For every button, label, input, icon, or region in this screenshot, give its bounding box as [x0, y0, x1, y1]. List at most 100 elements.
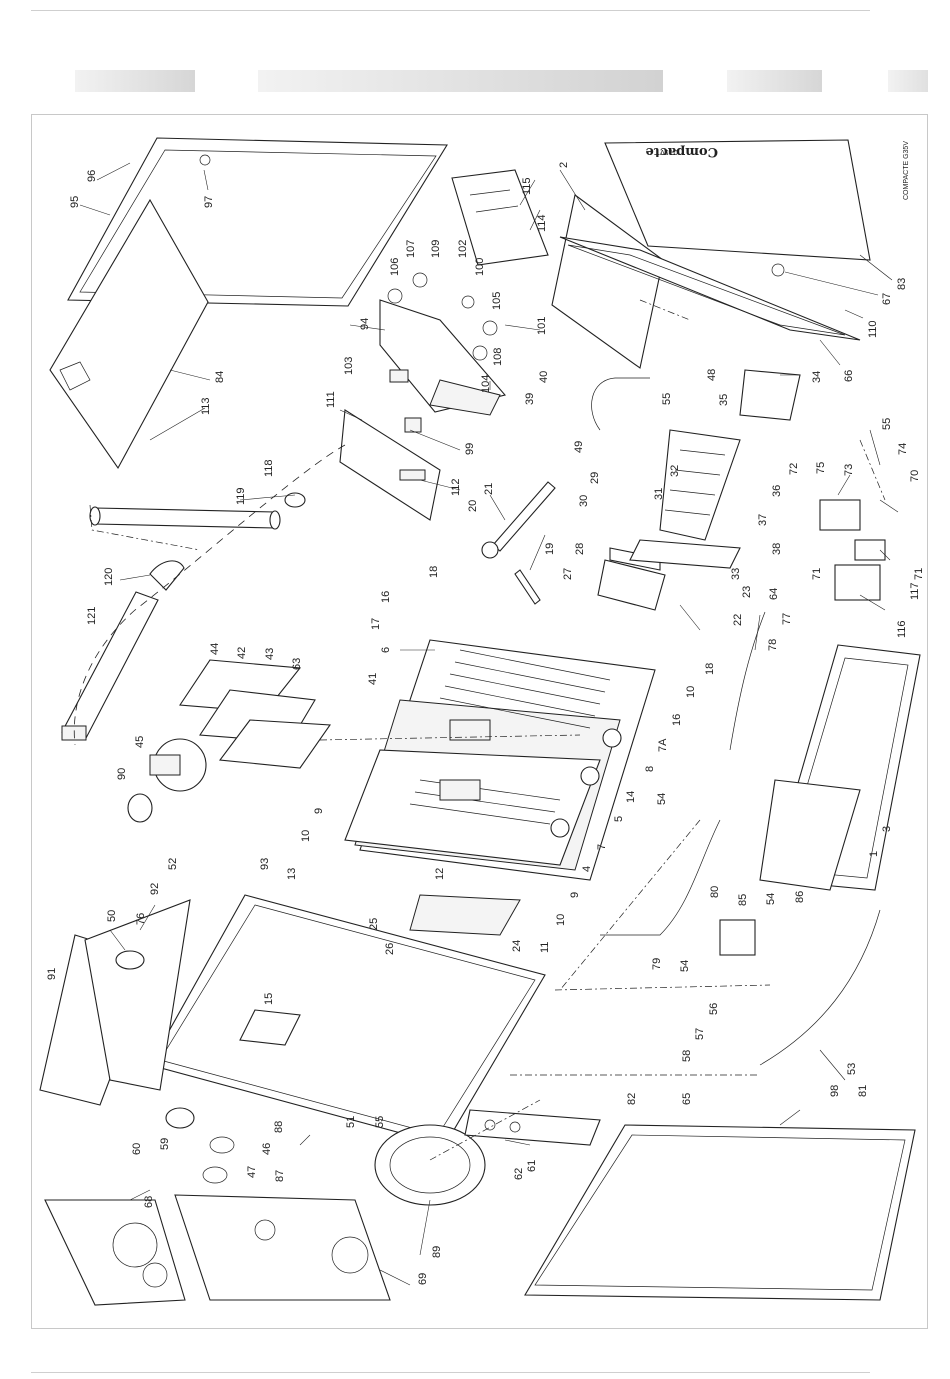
label-part-14: 13	[286, 868, 298, 880]
label-part-29: 28	[574, 543, 586, 555]
part-labels: 96 95 97 84 113 115 114 2 83 67 110 66 3…	[46, 162, 925, 1285]
label-part-57: 56	[708, 1003, 720, 1015]
label-part-40: 39	[524, 393, 536, 405]
label-part-78: 77	[781, 613, 793, 625]
label-part-88: 87	[274, 1170, 286, 1182]
label-part-121: 120	[103, 568, 115, 586]
part-50-gas-pipe	[591, 377, 650, 431]
label-part-76: 75	[815, 462, 827, 474]
label-part-15: 14	[625, 791, 637, 803]
label-part-70: 69	[417, 1273, 429, 1285]
label-part-3: 3	[881, 826, 893, 832]
label-part-82: 81	[857, 1085, 869, 1097]
label-part-68: 67	[881, 293, 893, 305]
label-part-56a: 55	[661, 393, 673, 405]
label-part-24: 23	[741, 586, 753, 598]
label-part-41: 40	[538, 371, 550, 383]
label-part-87: 86	[794, 891, 806, 903]
part-28-bracket	[597, 539, 741, 611]
brand-logo-text: Compacte	[646, 144, 718, 159]
label-part-51: 50	[106, 910, 118, 922]
label-part-9b: 9	[569, 892, 581, 898]
part-74-gas-valve	[819, 499, 886, 601]
part-112-box	[339, 409, 441, 521]
brand-logo-model: G35V	[660, 148, 678, 155]
label-part-37: 36	[771, 485, 783, 497]
label-part-46: 45	[134, 736, 146, 748]
label-part-2: 2	[558, 162, 570, 168]
label-part-69: 68	[143, 1196, 155, 1208]
label-part-52: 51	[345, 1116, 357, 1128]
label-part-95: 94	[359, 318, 371, 330]
part-37-burner	[659, 429, 741, 541]
label-part-79: 78	[767, 639, 779, 651]
label-part-84: 83	[896, 278, 908, 290]
label-part-114: 113	[200, 397, 212, 415]
label-part-94: 93	[259, 858, 271, 870]
label-part-9a: 9	[313, 808, 325, 814]
label-part-91: 90	[116, 768, 128, 780]
header-bar-center	[258, 70, 663, 92]
bottom-rule	[31, 1372, 870, 1373]
label-part-90: 89	[431, 1246, 443, 1258]
label-part-30: 29	[589, 472, 601, 484]
label-part-97: 96	[86, 170, 98, 182]
label-part-108: 107	[405, 240, 417, 258]
part-70-panel	[174, 1194, 391, 1301]
part-heat-exchanger	[344, 639, 656, 881]
label-part-55a: 54	[656, 793, 668, 805]
label-part-39: 38	[771, 543, 783, 555]
label-part-17a: 16	[380, 591, 392, 603]
label-part-86: 85	[737, 894, 749, 906]
label-part-113: 112	[450, 478, 462, 496]
label-part-44: 43	[264, 648, 276, 660]
label-part-72b: 71	[913, 568, 925, 580]
label-part-21: 20	[467, 500, 479, 512]
label-part-85: 84	[214, 371, 226, 383]
label-part-72a: 71	[811, 568, 823, 580]
label-part-77: 76	[135, 913, 147, 925]
side-caption: COMPACTE G35V	[903, 141, 910, 200]
part-35-bracket	[739, 369, 801, 421]
label-part-1: 1	[868, 851, 880, 857]
label-part-73: 72	[788, 463, 800, 475]
label-part-64: 63	[291, 658, 303, 670]
label-part-33: 32	[669, 465, 681, 477]
label-part-107: 106	[389, 258, 401, 276]
label-part-115: 114	[536, 214, 548, 232]
label-part-103: 102	[457, 240, 469, 258]
label-part-35: 34	[811, 371, 823, 383]
label-part-34: 33	[730, 568, 742, 580]
label-part-80: 79	[651, 958, 663, 970]
label-part-67: 66	[843, 370, 855, 382]
label-part-43: 42	[236, 647, 248, 659]
label-part-55b: 54	[765, 893, 777, 905]
label-part-10b: 10	[555, 914, 567, 926]
label-part-60: 59	[159, 1138, 171, 1150]
label-part-100: 99	[464, 443, 476, 455]
part-86-pump	[719, 919, 756, 956]
diagram-frame	[31, 114, 928, 1329]
part-122-flue-pipe	[61, 560, 185, 741]
label-part-83: 82	[626, 1093, 638, 1105]
label-part-38: 37	[757, 514, 769, 526]
label-part-66: 65	[681, 1093, 693, 1105]
label-part-74: 73	[843, 464, 855, 476]
label-part-110: 109	[430, 240, 442, 258]
part-1-3-base	[759, 644, 921, 891]
label-part-102: 101	[536, 317, 548, 335]
label-part-116: 115	[521, 177, 533, 195]
header-bar-left	[75, 70, 195, 92]
label-part-54: 53	[846, 1063, 858, 1075]
part-99-side-panel	[524, 1124, 916, 1301]
label-part-99: 98	[829, 1085, 841, 1097]
label-part-7A: 7A	[657, 738, 669, 752]
label-part-28: 27	[562, 568, 574, 580]
header-bar-far-right	[888, 70, 928, 92]
top-rule	[31, 10, 870, 11]
label-part-122: 121	[86, 607, 98, 625]
label-part-8: 8	[644, 766, 656, 772]
label-part-42: 41	[367, 673, 379, 685]
label-part-5: 5	[613, 816, 625, 822]
label-part-25: 24	[511, 940, 523, 952]
